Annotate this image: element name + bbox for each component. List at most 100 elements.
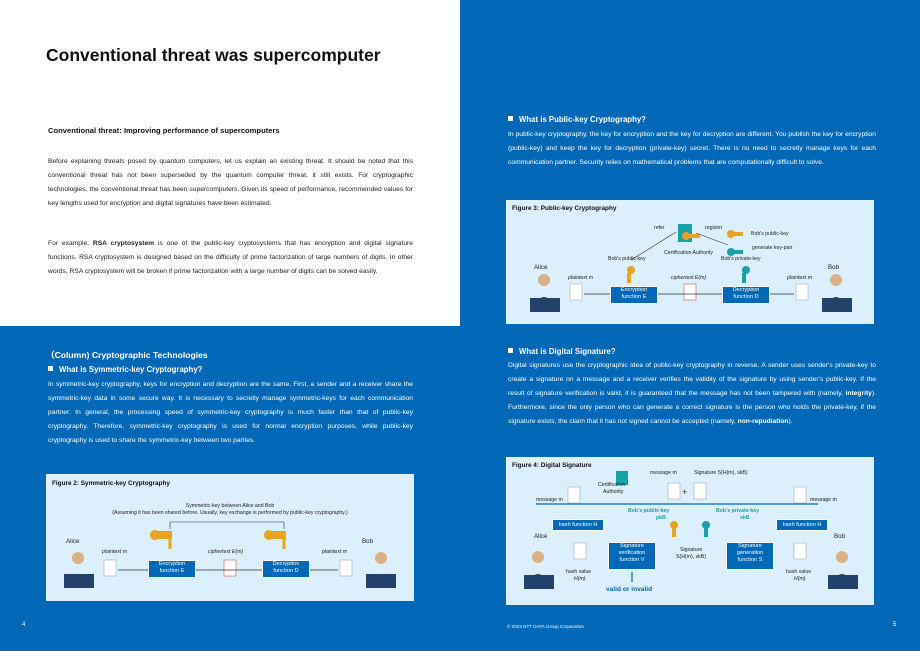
document-icon xyxy=(569,283,583,301)
cipher-document-icon xyxy=(683,283,697,301)
alice-figure xyxy=(530,274,560,312)
fig2-alice-label: Alice xyxy=(66,538,80,545)
fig4-hv-right-2: H(m) xyxy=(794,576,806,582)
hash-function-right: hash function H xyxy=(776,519,828,531)
key-icon-private xyxy=(727,248,743,256)
fig4-sig-mid-2: S(H(m), skB) xyxy=(676,554,706,560)
fig3-plaintext-left: plaintext m xyxy=(568,275,594,281)
bob-figure xyxy=(822,274,852,312)
rsa-paragraph: For example, RSA cryptosystem is one of … xyxy=(48,240,414,275)
fig2-ciphertext: ciphertext E(m) xyxy=(208,549,244,555)
key-icon-public xyxy=(670,521,678,537)
pk-heading: What is Public-key Cryptography? xyxy=(508,115,646,124)
fig3-bobs-public-key: Bob's public-key xyxy=(608,256,646,262)
bob-figure xyxy=(828,551,858,589)
column-title: （Column) Cryptographic Technologies xyxy=(46,350,208,360)
fig4-bob-label: Bob xyxy=(834,533,846,540)
bullet-icon xyxy=(48,366,53,371)
sym-paragraph: In symmetric-key cryptography, keys for … xyxy=(48,381,413,444)
plus-icon: + xyxy=(682,487,687,497)
document-icon xyxy=(667,482,681,500)
bullet-icon xyxy=(508,116,513,121)
ds-heading: What is Digital Signature? xyxy=(508,347,616,356)
key-icon-top-right xyxy=(727,230,743,238)
sym-heading: What is Symmetric-key Cryptography? xyxy=(48,365,202,374)
fig3-bobs-private-key: Bob's private-key xyxy=(721,256,761,262)
certificate-icon xyxy=(616,471,628,485)
document-icon xyxy=(793,486,807,504)
fig3-bob-label: Bob xyxy=(828,264,840,271)
fig4-hv-left-1: hash value xyxy=(566,569,592,575)
figure-4-diagram: + xyxy=(524,471,858,589)
fig4-pub-key-1: Bob's public-key xyxy=(628,508,670,514)
document-icon xyxy=(793,542,807,560)
copyright: © 2023 NTT DATA Group Corporation xyxy=(507,624,584,629)
page-number-left: 4 xyxy=(22,622,26,628)
fig3-generate: generate key-pair xyxy=(752,245,793,251)
document-icon xyxy=(103,559,117,577)
fig4-hv-left-2: H(m) xyxy=(574,576,586,582)
refer-arrow xyxy=(630,231,677,261)
fig4-sig-mid-1: Signature xyxy=(680,547,703,553)
alice-figure xyxy=(64,552,94,588)
fig3-plaintext-right: plaintext m xyxy=(787,275,813,281)
fig4-ca-2: Authority xyxy=(603,489,624,495)
document-icon xyxy=(567,486,581,504)
fig3-refer: refer xyxy=(654,225,665,231)
figure-3-title: Figure 3: Public-key Cryptography xyxy=(512,205,617,212)
fig2-note1: Symmetric-key between Alice and Bob xyxy=(185,503,275,509)
key-icon-public xyxy=(682,232,700,240)
document-icon xyxy=(795,283,809,301)
fig4-message-left: message m xyxy=(536,497,563,503)
bullet-icon xyxy=(508,348,513,353)
fig3-ciphertext: ciphertext E(m) xyxy=(671,275,707,281)
fig3-ca: Certification Authority xyxy=(664,250,714,256)
fig3-register: register xyxy=(705,225,723,231)
page-number-right: 5 xyxy=(893,622,897,628)
figure-4: Figure 4: Digital Signature + message m … xyxy=(506,457,874,605)
fig2-plaintext-left: plaintext m xyxy=(102,549,128,555)
alice-figure xyxy=(524,551,554,589)
key-icon-private xyxy=(702,521,710,537)
intro-paragraph: Before explaining threats posed by quant… xyxy=(48,158,413,207)
figure-2: Figure 2: Symmetric-key Cryptography Sym… xyxy=(46,474,414,601)
fig3-bobs-public-key-top: Bob's public-key xyxy=(751,231,789,237)
fig4-alice-label: Alice xyxy=(534,533,548,540)
cipher-document-icon xyxy=(223,559,237,577)
key-icon-encrypt xyxy=(627,266,635,283)
figure-3: Figure 3: Public-key Cryptography refer … xyxy=(506,200,874,324)
signature-document-icon xyxy=(693,482,707,500)
fig4-priv-key-2: skB xyxy=(740,515,750,521)
bob-figure xyxy=(366,552,396,588)
fig4-message-top: message m xyxy=(650,470,677,476)
key-icon-2 xyxy=(264,530,286,549)
figure-2-title: Figure 2: Symmetric-key Cryptography xyxy=(52,480,170,487)
register-arrow xyxy=(695,232,729,246)
fig4-priv-key-1: Bob's private-key xyxy=(716,508,760,514)
fig4-signature-top: Signature S(H(m), skB) xyxy=(694,470,748,476)
document-icon xyxy=(339,559,353,577)
left-top-panel xyxy=(0,0,460,326)
pk-paragraph: In public-key cryptography, the key for … xyxy=(508,131,876,166)
figure-2-diagram xyxy=(64,521,396,588)
fig2-note2: (Assuming it has been shared before. Usu… xyxy=(112,510,348,516)
fig4-result: valid or invalid xyxy=(606,586,653,593)
fig2-bob-label: Bob xyxy=(362,538,374,545)
ds-paragraph: Digital signatures use the cryptographic… xyxy=(508,362,876,425)
fig2-plaintext-right: plaintext m xyxy=(322,549,348,555)
fig4-pub-key-2: pkB xyxy=(656,515,666,521)
page-title: Conventional threat was supercomputer xyxy=(46,45,381,65)
figure-4-title: Figure 4: Digital Signature xyxy=(512,462,592,469)
fig4-hv-right-1: hash value xyxy=(786,569,812,575)
fig4-ca-1: Certification xyxy=(598,482,626,488)
hash-function-left: hash function H xyxy=(552,519,604,531)
fig4-message-right: message m xyxy=(810,497,837,503)
figure-3-diagram xyxy=(530,224,852,312)
section-subheading: Conventional threat: Improving performan… xyxy=(48,126,280,135)
document-icon xyxy=(573,542,587,560)
